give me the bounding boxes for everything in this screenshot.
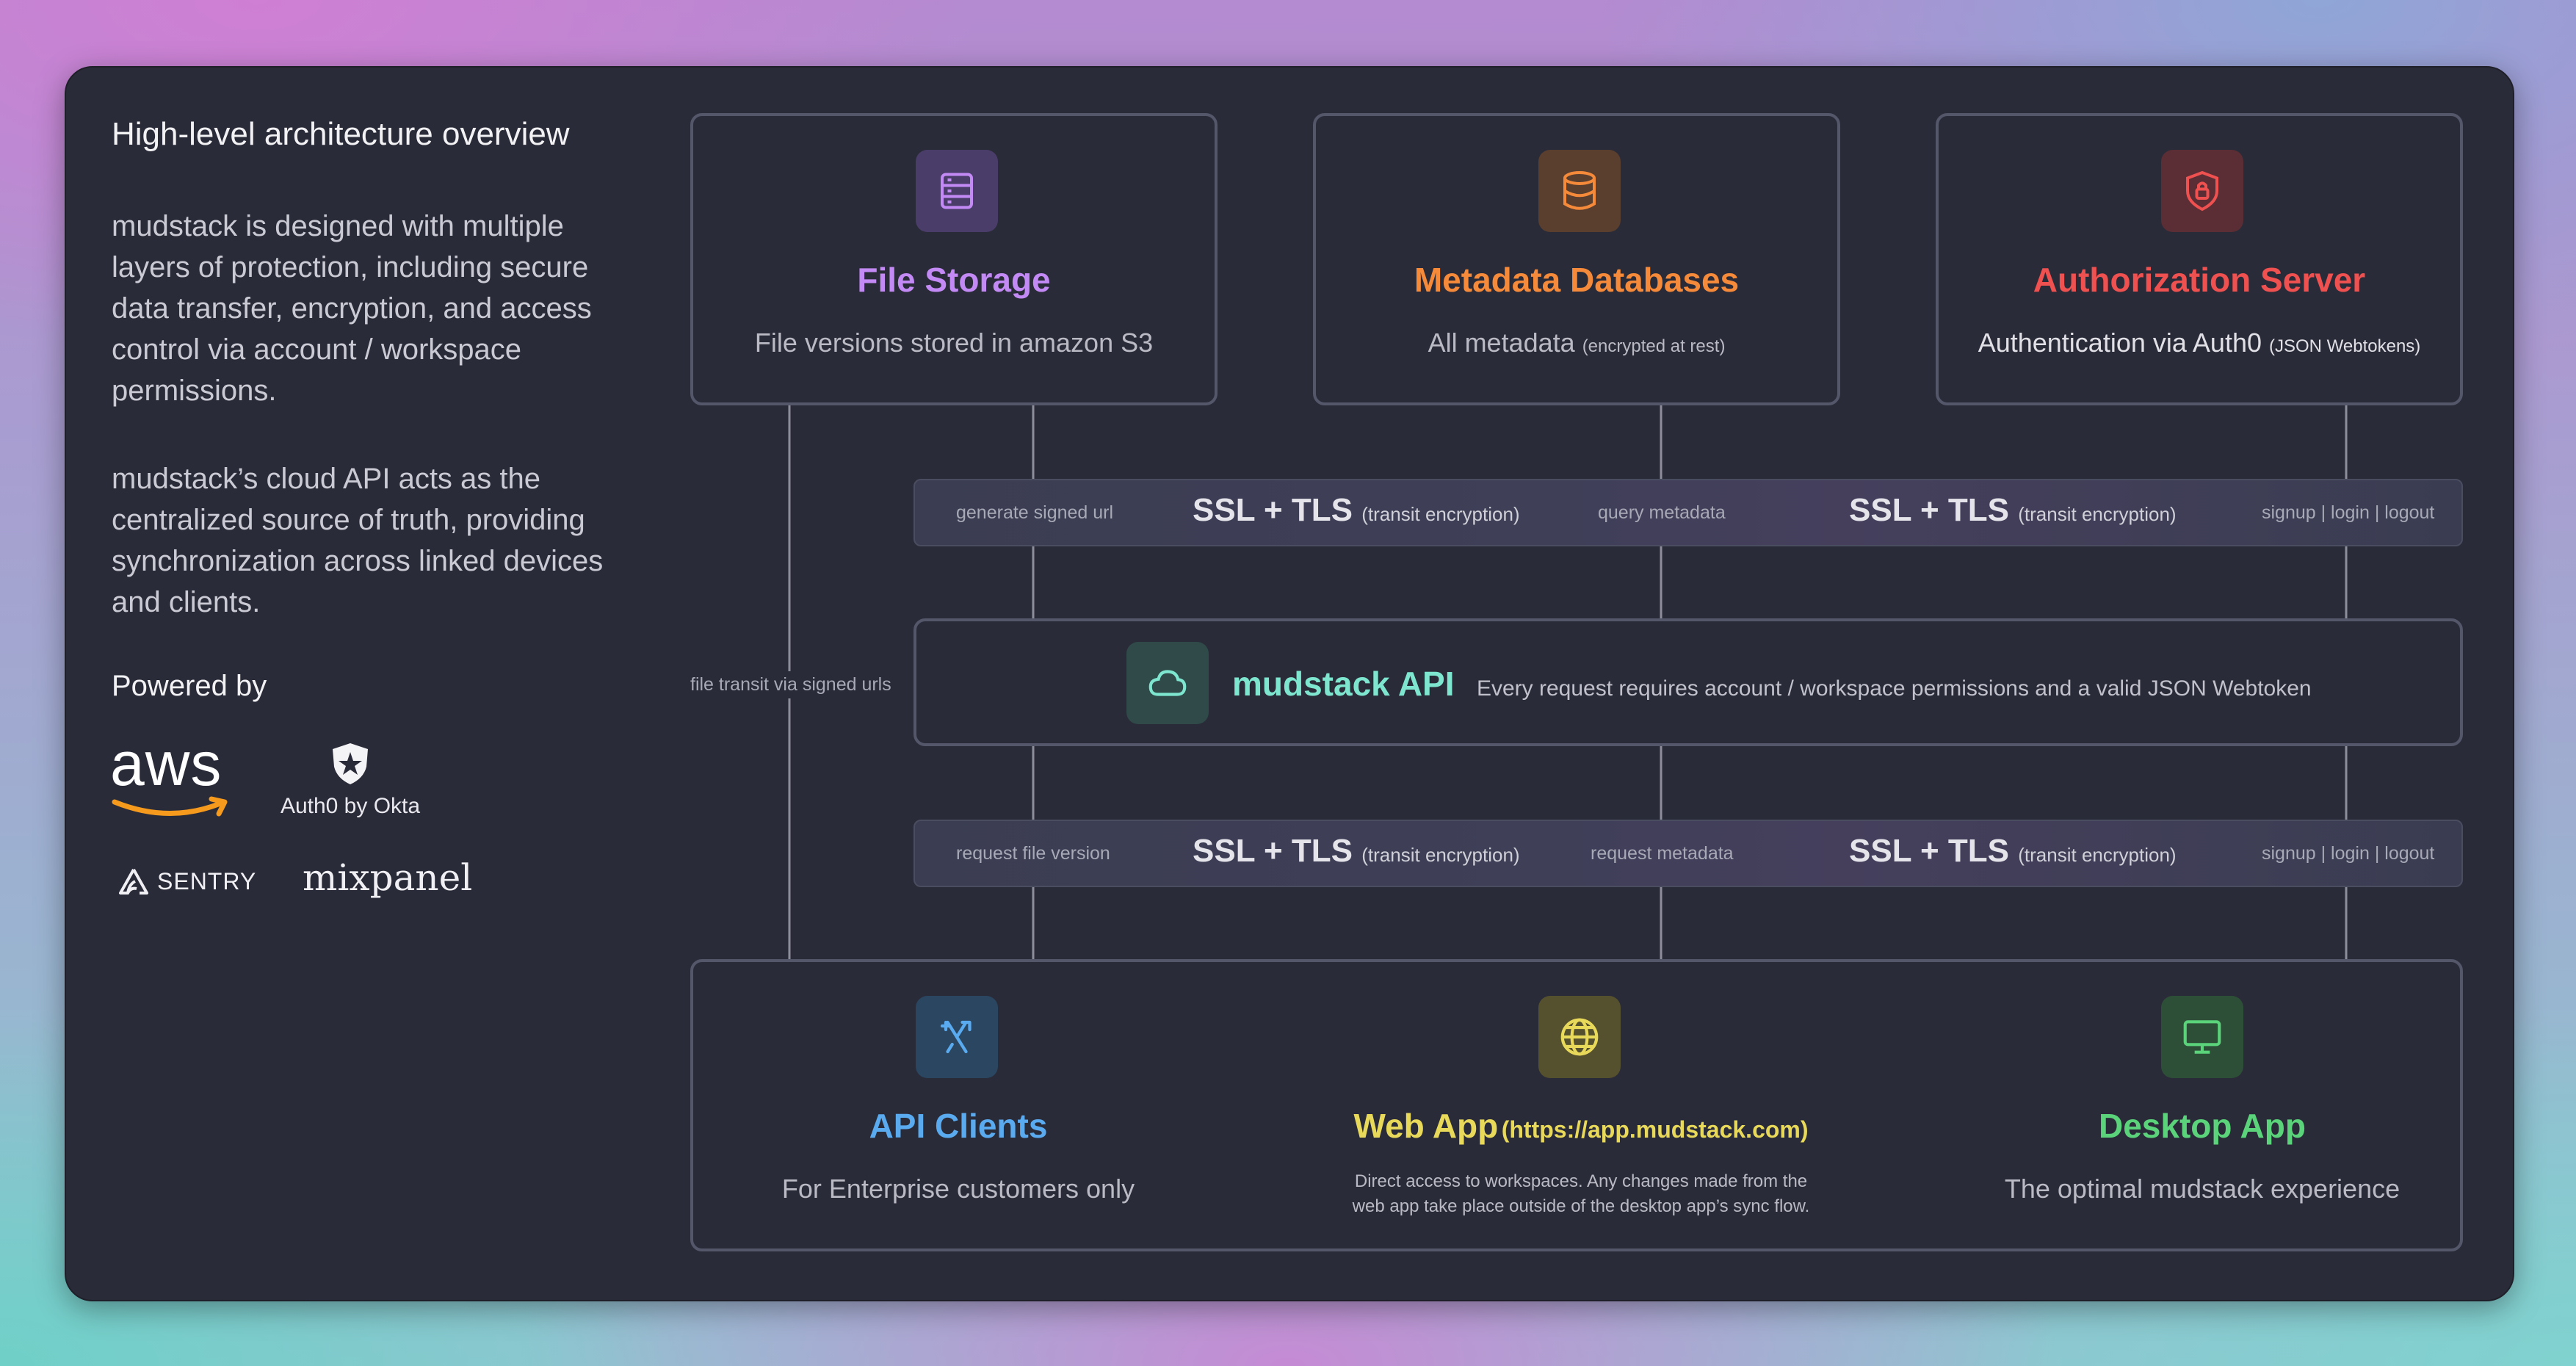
shield-lock-icon: [2186, 170, 2218, 212]
clients-container: API Clients For Enterprise customers onl…: [690, 959, 2463, 1251]
powered-by-heading: Powered by: [112, 670, 267, 702]
auth-server-note: (JSON Webtokens): [2269, 336, 2421, 356]
auth0-shield-icon: [333, 743, 368, 784]
sentry-logo: SENTRY: [117, 867, 256, 896]
web-app-title-row: Web App (https://app.mudstack.com): [1281, 1106, 1881, 1146]
metadata-db-subtitle: All metadata: [1428, 328, 1575, 358]
database-icon: [1563, 171, 1596, 210]
lower-band-ssl-left-text: SSL + TLS: [1193, 833, 1353, 869]
auth-server-subtitle: Authentication via Auth0: [1978, 328, 2262, 358]
aws-logo: aws: [110, 729, 235, 826]
lower-band-ssl-left: SSL + TLS (transit encryption): [1193, 833, 1520, 870]
lower-band-ssl-right-text: SSL + TLS: [1849, 833, 2010, 869]
lower-band-ssl-right-note: (transit encryption): [2018, 844, 2177, 866]
upper-band-label-query-metadata: query metadata: [1598, 502, 1726, 523]
file-storage-subtitle: File versions stored in amazon S3: [754, 328, 1154, 358]
web-app-subtitle: Direct access to workspaces. Any changes…: [1352, 1171, 1810, 1216]
monitor-icon: [2183, 1020, 2221, 1054]
file-storage-title: File Storage: [857, 261, 1051, 299]
web-app-title: Web App: [1353, 1107, 1499, 1145]
lower-encryption-band: request file version SSL + TLS (transit …: [913, 820, 2463, 887]
auth0-logo-text: Auth0 by Okta: [280, 794, 421, 818]
desktop-app-subtitle: The optimal mudstack experience: [2004, 1174, 2400, 1204]
globe-icon: [1560, 1018, 1599, 1056]
metadata-db-note: (encrypted at rest): [1582, 336, 1726, 356]
lower-band-ssl-right: SSL + TLS (transit encryption): [1849, 833, 2177, 870]
aws-smile-icon: [112, 796, 228, 817]
upper-band-ssl-right-text: SSL + TLS: [1849, 492, 2010, 528]
metadata-db-title: Metadata Databases: [1414, 261, 1740, 299]
server-icon: [941, 173, 973, 209]
sentry-logo-text: SENTRY: [157, 867, 257, 895]
metadata-db-icon-tile: [1538, 150, 1621, 232]
lower-band-ssl-left-note: (transit encryption): [1361, 844, 1520, 866]
upper-band-ssl-right: SSL + TLS (transit encryption): [1849, 492, 2177, 529]
auth-server-icon-tile: [2161, 150, 2243, 232]
upper-band-ssl-left: SSL + TLS (transit encryption): [1193, 492, 1520, 529]
lower-band-label-file-version: request file version: [956, 843, 1110, 864]
arrows-branch-icon: [940, 1020, 972, 1054]
api-clients-subtitle: For Enterprise customers only: [781, 1174, 1135, 1204]
mixpanel-logo: mixpanel: [303, 856, 473, 899]
upper-band-ssl-left-text: SSL + TLS: [1193, 492, 1353, 528]
auth-server-subtitle-row: Authentication via Auth0 (JSON Webtokens…: [1939, 328, 2460, 358]
lower-band-label-auth: signup | login | logout: [2262, 843, 2435, 864]
overview-paragraph-security: mudstack is designed with multiple layer…: [112, 210, 592, 407]
upper-encryption-band: generate signed url SSL + TLS (transit e…: [913, 479, 2463, 546]
metadata-db-box: Metadata Databases All metadata (encrypt…: [1313, 113, 1840, 405]
aws-logo-text: aws: [110, 729, 222, 798]
lower-band-label-metadata: request metadata: [1591, 843, 1734, 864]
upper-band-label-auth: signup | login | logout: [2262, 502, 2435, 523]
cloud-icon: [1148, 670, 1187, 696]
api-title: mudstack API: [1232, 665, 1455, 703]
web-app-icon-tile: [1538, 996, 1621, 1078]
mudstack-api-box: mudstack API Every request requires acco…: [913, 618, 2463, 746]
sentry-icon: [119, 869, 148, 895]
api-description: Every request requires account / workspa…: [1476, 676, 2312, 701]
overview-paragraph-api: mudstack’s cloud API acts as the central…: [112, 463, 604, 618]
overview-title: High-level architecture overview: [112, 116, 570, 152]
api-text-row: mudstack API Every request requires acco…: [1232, 664, 2312, 704]
auth-server-box: Authorization Server Authentication via …: [1936, 113, 2463, 405]
auth-server-title: Authorization Server: [2033, 261, 2366, 299]
api-clients-title: API Clients: [869, 1107, 1048, 1145]
auth0-logo: Auth0 by Okta: [273, 742, 427, 819]
metadata-db-subtitle-row: All metadata (encrypted at rest): [1316, 328, 1837, 358]
web-app-url: (https://app.mudstack.com): [1501, 1116, 1809, 1143]
upper-band-ssl-right-note: (transit encryption): [2018, 503, 2177, 525]
file-transit-label: file transit via signed urls: [690, 671, 891, 698]
api-icon-tile: [1126, 642, 1209, 724]
api-clients-icon-tile: [916, 996, 998, 1078]
desktop-app-title: Desktop App: [2099, 1107, 2306, 1145]
file-storage-box: File Storage File versions stored in ama…: [690, 113, 1218, 405]
desktop-app-icon-tile: [2161, 996, 2243, 1078]
upper-band-label-signed-url: generate signed url: [956, 502, 1114, 523]
upper-band-ssl-left-note: (transit encryption): [1361, 503, 1520, 525]
file-storage-icon-tile: [916, 150, 998, 232]
